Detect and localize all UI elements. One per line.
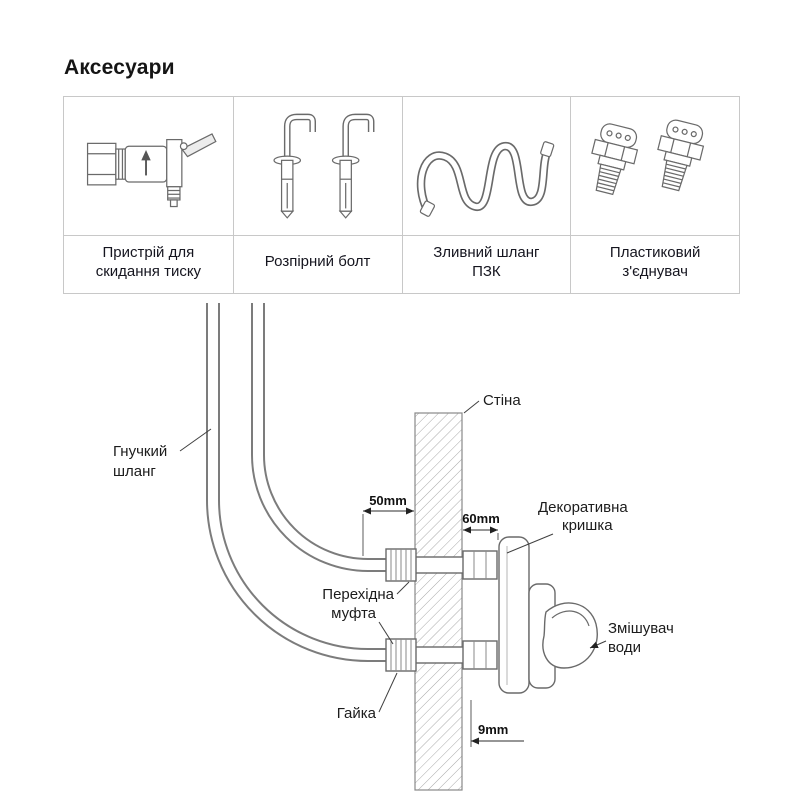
accessory-caption-expansion-bolt: Розпірний болт xyxy=(232,235,402,293)
upper-coupling-nut xyxy=(385,548,417,582)
caption-text: Пластиковий з'єднувач xyxy=(609,244,701,280)
dim-50-label: 50mm xyxy=(369,493,407,508)
pressure-relief-valve-icon xyxy=(86,133,217,208)
flexible-hose-label-line1: Гнучкий xyxy=(113,443,167,460)
accessory-cell-plastic-connector xyxy=(570,97,739,235)
accessory-cell-drain-hose xyxy=(401,97,571,235)
accessory-cell-pressure-relief xyxy=(64,97,233,235)
nut-leader-line xyxy=(378,672,398,713)
dimension-9mm: 9mm xyxy=(470,700,524,747)
decorative-cover-label-line2: кришка xyxy=(562,517,613,534)
cover-leader-line xyxy=(506,533,554,554)
page-title: Аксесуари xyxy=(64,56,175,79)
wall-leader-line xyxy=(463,400,480,414)
coupling-lower-leader-line xyxy=(378,621,394,645)
accessory-caption-pressure-relief: Пристрій для скидання тиску xyxy=(64,235,233,293)
lower-coupling-nut xyxy=(385,638,417,672)
decorative-cover-label-line1: Декоративна xyxy=(538,499,628,516)
accessory-cell-expansion-bolt xyxy=(232,97,402,235)
expansion-bolts-icon xyxy=(273,113,375,219)
accessory-caption-drain-hose: Зливний шланг ПЗК xyxy=(401,235,571,293)
coupling-label-line1: Перехідна xyxy=(322,586,394,603)
flexible-hose-left xyxy=(206,303,390,662)
plastic-connectors-icon xyxy=(591,119,705,196)
coupling-upper-leader-line xyxy=(396,581,410,595)
mixer-label-line2: води xyxy=(608,639,641,656)
coupling-label-line2: муфта xyxy=(331,605,377,622)
mixer-handle xyxy=(542,602,598,669)
dim-60-label: 60mm xyxy=(462,511,500,526)
up-arrow-mark xyxy=(141,149,151,176)
wall-label: Стіна xyxy=(483,392,521,409)
upper-hex-nut xyxy=(462,550,498,580)
dimension-50mm: 50mm xyxy=(362,493,414,556)
nut-label: Гайка xyxy=(337,705,377,722)
caption-text: Зливний шланг ПЗК xyxy=(433,244,540,280)
flexible-hose-right xyxy=(251,303,390,572)
dimension-60mm: 60mm xyxy=(462,511,500,540)
upper-wall-pipe xyxy=(413,556,465,574)
accessories-table: Пристрій для скидання тиску Розпірний бо… xyxy=(63,96,740,294)
lower-hex-nut xyxy=(462,640,498,670)
flexible-hose-label-line2: шланг xyxy=(113,463,156,480)
caption-text: Розпірний болт xyxy=(264,253,371,271)
wall xyxy=(414,412,463,791)
mixer-arrow-line xyxy=(589,640,607,649)
drain-hose-icon xyxy=(416,141,554,217)
accessory-caption-plastic-connector: Пластиковий з'єднувач xyxy=(570,235,739,293)
dim-9-label: 9mm xyxy=(478,722,508,737)
decorative-cover xyxy=(498,536,530,694)
mixer-label-line1: Змішувач xyxy=(608,620,674,637)
hose-leader-line xyxy=(179,428,212,452)
lower-wall-pipe xyxy=(413,646,465,664)
caption-text: Пристрій для скидання тиску xyxy=(95,244,202,280)
